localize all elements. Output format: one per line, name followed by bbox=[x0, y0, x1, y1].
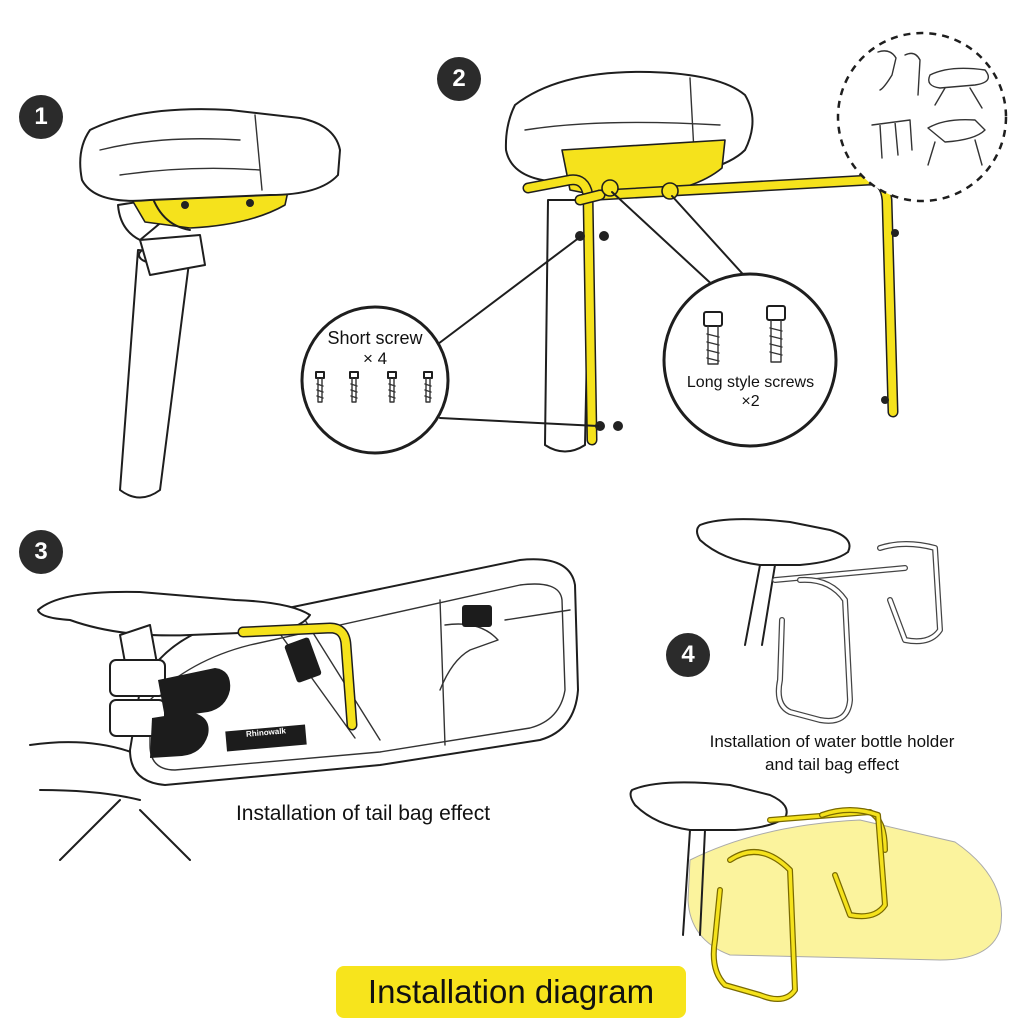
footer-title-banner: Installation diagram bbox=[336, 966, 686, 1018]
short-screw-icons bbox=[315, 371, 433, 403]
long-screw-qty: ×2 bbox=[741, 393, 760, 410]
caption-tail-bag: Installation of tail bag effect bbox=[235, 802, 491, 825]
short-screw-qty: × 4 bbox=[362, 349, 388, 368]
caption-bottle-holder-line1: Installation of water bottle holder bbox=[709, 732, 955, 751]
caption-bottle-holder-line2: and tail bag effect bbox=[765, 755, 899, 774]
step1-figure bbox=[79, 108, 341, 499]
step2-figure bbox=[300, 70, 899, 455]
step-3-badge: 3 bbox=[19, 530, 63, 574]
step4-top-figure bbox=[696, 518, 943, 724]
step4-bottom-figure bbox=[629, 781, 1002, 1002]
long-screw-title: Long style screws bbox=[686, 374, 815, 391]
footer-title: Installation diagram bbox=[367, 973, 655, 1010]
step-4-badge: 4 bbox=[666, 633, 710, 677]
reference-sketch-circle bbox=[836, 31, 1008, 203]
long-screw-icons bbox=[703, 305, 786, 365]
short-screw-title: Short screw bbox=[327, 328, 423, 348]
step-2-badge: 2 bbox=[437, 57, 481, 101]
step3-figure bbox=[29, 558, 579, 861]
step-1-badge: 1 bbox=[19, 95, 63, 139]
